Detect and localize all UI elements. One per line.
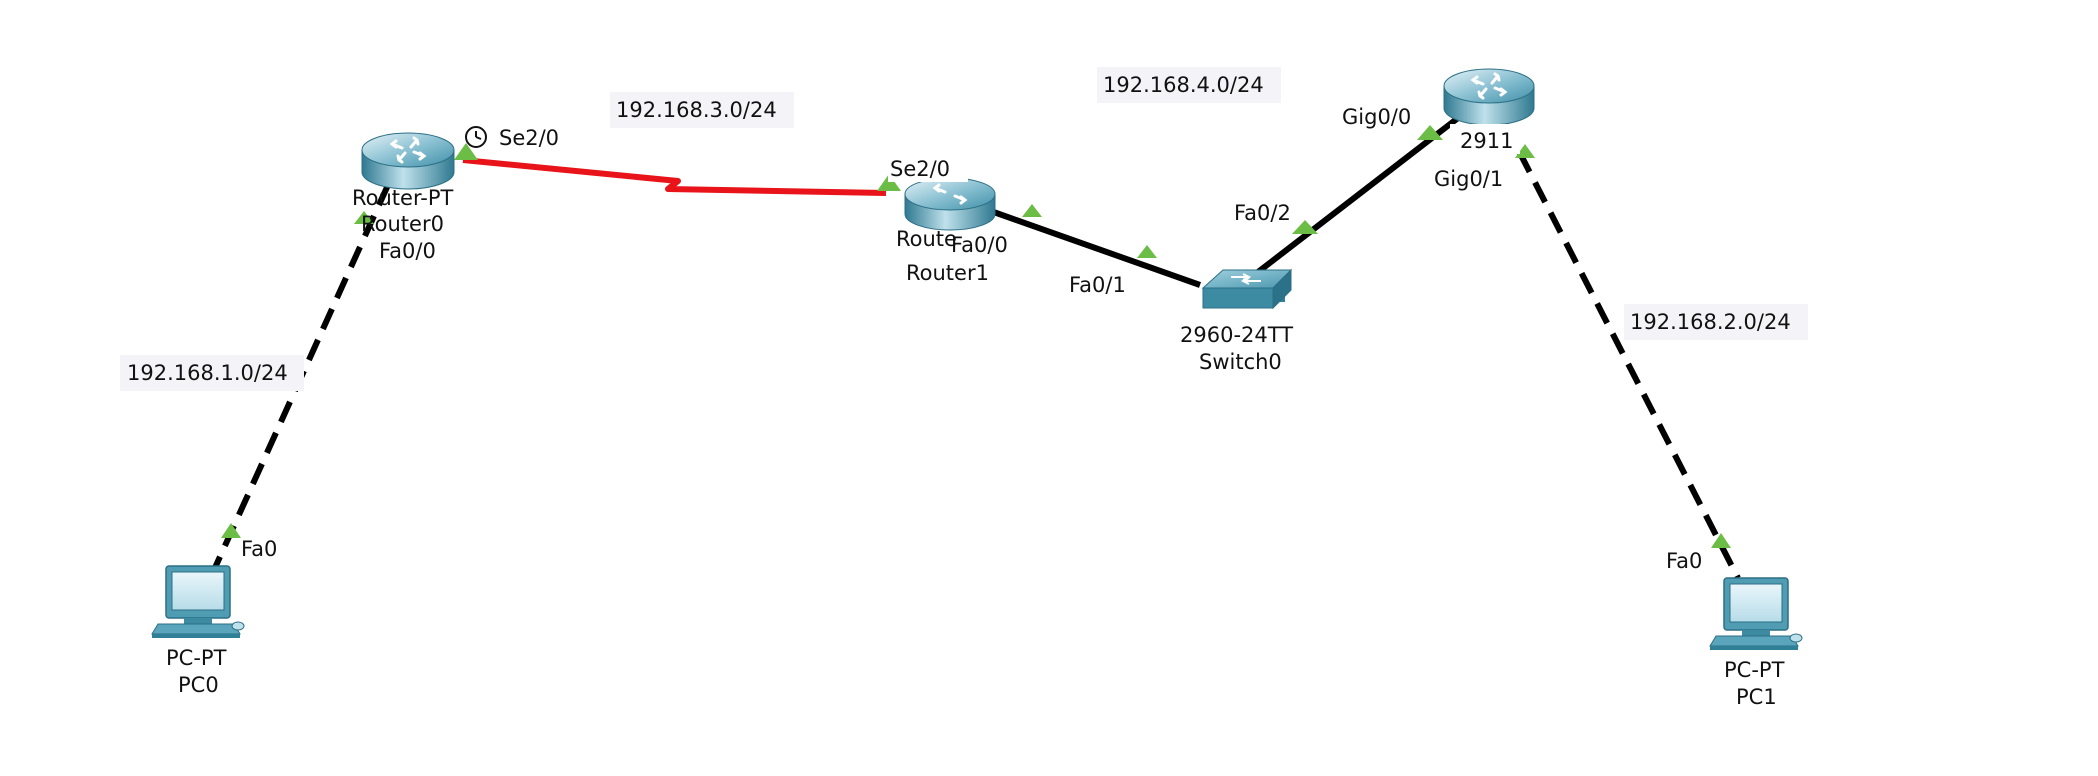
port-up-indicator bbox=[1022, 204, 1042, 217]
port-label-router1-se2-0: Se2/0 bbox=[890, 157, 950, 181]
port-label-pc1-fa0: Fa0 bbox=[1666, 549, 1702, 573]
pc1-model-label: PC-PT bbox=[1724, 658, 1785, 682]
router-icon bbox=[1443, 68, 1535, 126]
port-up-indicator bbox=[354, 211, 374, 224]
pc-icon bbox=[151, 565, 245, 638]
port-up-indicator bbox=[1711, 533, 1731, 548]
network-label-192-168-4-0: 192.168.4.0/24 bbox=[1103, 73, 1264, 97]
port-up-indicator bbox=[454, 143, 478, 160]
network-label-box bbox=[120, 355, 304, 391]
network-label-box bbox=[610, 92, 794, 128]
label-backdrop bbox=[888, 152, 968, 182]
router1-model-label: Route bbox=[896, 227, 957, 251]
pc1-device[interactable] bbox=[1709, 577, 1803, 650]
switch0-model-label: 2960-24TT bbox=[1180, 323, 1293, 347]
router2-device[interactable] bbox=[1443, 68, 1535, 126]
switch0-device[interactable] bbox=[1201, 268, 1293, 310]
switch0-name-label: Switch0 bbox=[1199, 350, 1282, 374]
serial-link-router0-router1[interactable] bbox=[462, 157, 887, 196]
port-label-router1-fa0-0: Fa0/0 bbox=[951, 233, 1008, 257]
port-label-switch-fa0-2: Fa0/2 bbox=[1234, 201, 1291, 225]
network-label-192-168-1-0: 192.168.1.0/24 bbox=[127, 361, 288, 385]
router-icon bbox=[361, 132, 455, 190]
clock-icon bbox=[465, 126, 487, 148]
router2-model-label: 2911 bbox=[1460, 129, 1513, 153]
router0-name-label: Router0 bbox=[361, 212, 444, 236]
port-up-indicator bbox=[877, 174, 901, 191]
router-icon bbox=[904, 177, 996, 231]
network-label-192-168-3-0: 192.168.3.0/24 bbox=[616, 98, 777, 122]
pc0-model-label: PC-PT bbox=[166, 646, 227, 670]
port-label-router2-gig0-1: Gig0/1 bbox=[1434, 167, 1503, 191]
network-label-box bbox=[1624, 304, 1808, 340]
router1-name-label: Router1 bbox=[906, 261, 989, 285]
port-up-indicator bbox=[1515, 144, 1535, 158]
port-label-pc0-fa0: Fa0 bbox=[241, 537, 277, 561]
network-label-box bbox=[1097, 67, 1281, 103]
port-label-router0-se2-0: Se2/0 bbox=[499, 126, 559, 150]
router1-device[interactable] bbox=[904, 177, 996, 231]
port-label-router2-gig0-0: Gig0/0 bbox=[1342, 105, 1411, 129]
port-up-indicator bbox=[1417, 125, 1443, 140]
network-label-192-168-2-0: 192.168.2.0/24 bbox=[1630, 310, 1791, 334]
router0-device[interactable] bbox=[361, 132, 455, 190]
label-backdrop bbox=[1450, 124, 1520, 154]
switch-icon bbox=[1201, 268, 1293, 310]
ethernet-link-router1-switch0[interactable] bbox=[986, 207, 1202, 288]
port-up-indicator bbox=[1292, 220, 1318, 234]
port-label-switch-fa0-1: Fa0/1 bbox=[1069, 273, 1126, 297]
pc-icon bbox=[1709, 577, 1803, 650]
port-up-indicator bbox=[1137, 245, 1157, 258]
pc0-name-label: PC0 bbox=[178, 673, 219, 697]
router0-model-label: Router-PT bbox=[352, 186, 453, 210]
ethernet-link-switch0-router2[interactable] bbox=[1256, 115, 1460, 275]
port-up-indicator bbox=[221, 523, 241, 538]
ethernet-link-router2-pc1[interactable] bbox=[1501, 120, 1741, 580]
pc1-name-label: PC1 bbox=[1736, 685, 1777, 709]
port-label-router0-fa0-0: Fa0/0 bbox=[379, 239, 436, 263]
pc0-device[interactable] bbox=[151, 565, 245, 638]
